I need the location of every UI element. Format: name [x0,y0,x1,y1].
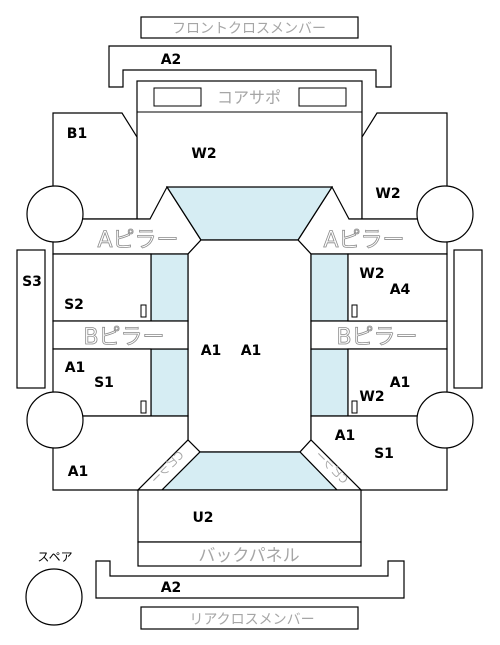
a-pillar-left-label: Aピラー [97,228,178,253]
right-rear-door-label-w2: W2 [359,389,384,405]
right-rear-door-window [310,348,349,417]
front-bumper [108,45,392,88]
left-rear-door-label-a1: A1 [65,360,86,376]
left-front-door-window [150,253,189,322]
a-pillar-right-label: Aピラー [323,228,404,253]
b-pillar-right [310,320,448,350]
b-pillar-left-label: Bピラー [83,325,164,350]
right-front-door-label-w2: W2 [359,266,384,282]
rear-bumper-label: A2 [161,580,182,596]
left-front-door [52,253,152,322]
right-rear-wheel [416,391,474,449]
left-side-sill-label: S3 [22,274,42,290]
right-front-door [347,253,448,322]
right-rear-door-label-a1: A1 [390,375,411,391]
rear-cross-member-box [140,606,359,630]
rear-bumper [95,560,405,599]
right-side-sill [453,249,483,389]
left-front-door-label: S2 [64,297,84,313]
left-front-fender-label: B1 [67,126,87,142]
b-pillar-left [52,320,189,350]
b-pillar-right-label: Bピラー [336,325,417,350]
right-front-door-window [310,253,349,322]
front-cross-member-box [140,16,359,39]
core-support-right-box [298,87,347,107]
trunk [137,489,362,543]
left-front-door-handle [140,304,147,318]
spare-label: スペア [37,550,72,564]
right-rear-fender-label-a1: A1 [335,428,356,444]
left-front-wheel [26,185,84,243]
right-front-fender-label: W2 [375,186,400,202]
spare-tire [25,568,83,626]
left-rear-wheel [26,391,84,449]
rear-cross-member-label: リアクロスメンバー [189,612,314,628]
left-rear-door-label-s1: S1 [94,375,114,391]
left-rear-door-window [150,348,189,417]
right-rear-door-handle [351,400,358,414]
right-rear-fender-label-s1: S1 [374,446,394,462]
left-rear-door-handle [140,400,147,414]
right-front-door-label-a4: A4 [390,282,411,298]
roof-left-label: A1 [201,343,222,359]
hood-label: W2 [191,146,216,162]
core-support-left-box [153,87,202,107]
back-panel [137,541,362,567]
trunk-label: U2 [192,510,213,526]
right-front-wheel [416,185,474,243]
front-bumper-label: A2 [161,52,182,68]
front-cross-member-label: フロントクロスメンバー [172,21,326,37]
roof-right-label: A1 [241,343,262,359]
back-panel-label: バックパネル [198,546,299,566]
left-side-sill [16,249,46,389]
left-rear-fender-label: A1 [68,464,89,480]
core-support-label: コアサポ [217,88,281,107]
right-front-door-handle [351,304,358,318]
